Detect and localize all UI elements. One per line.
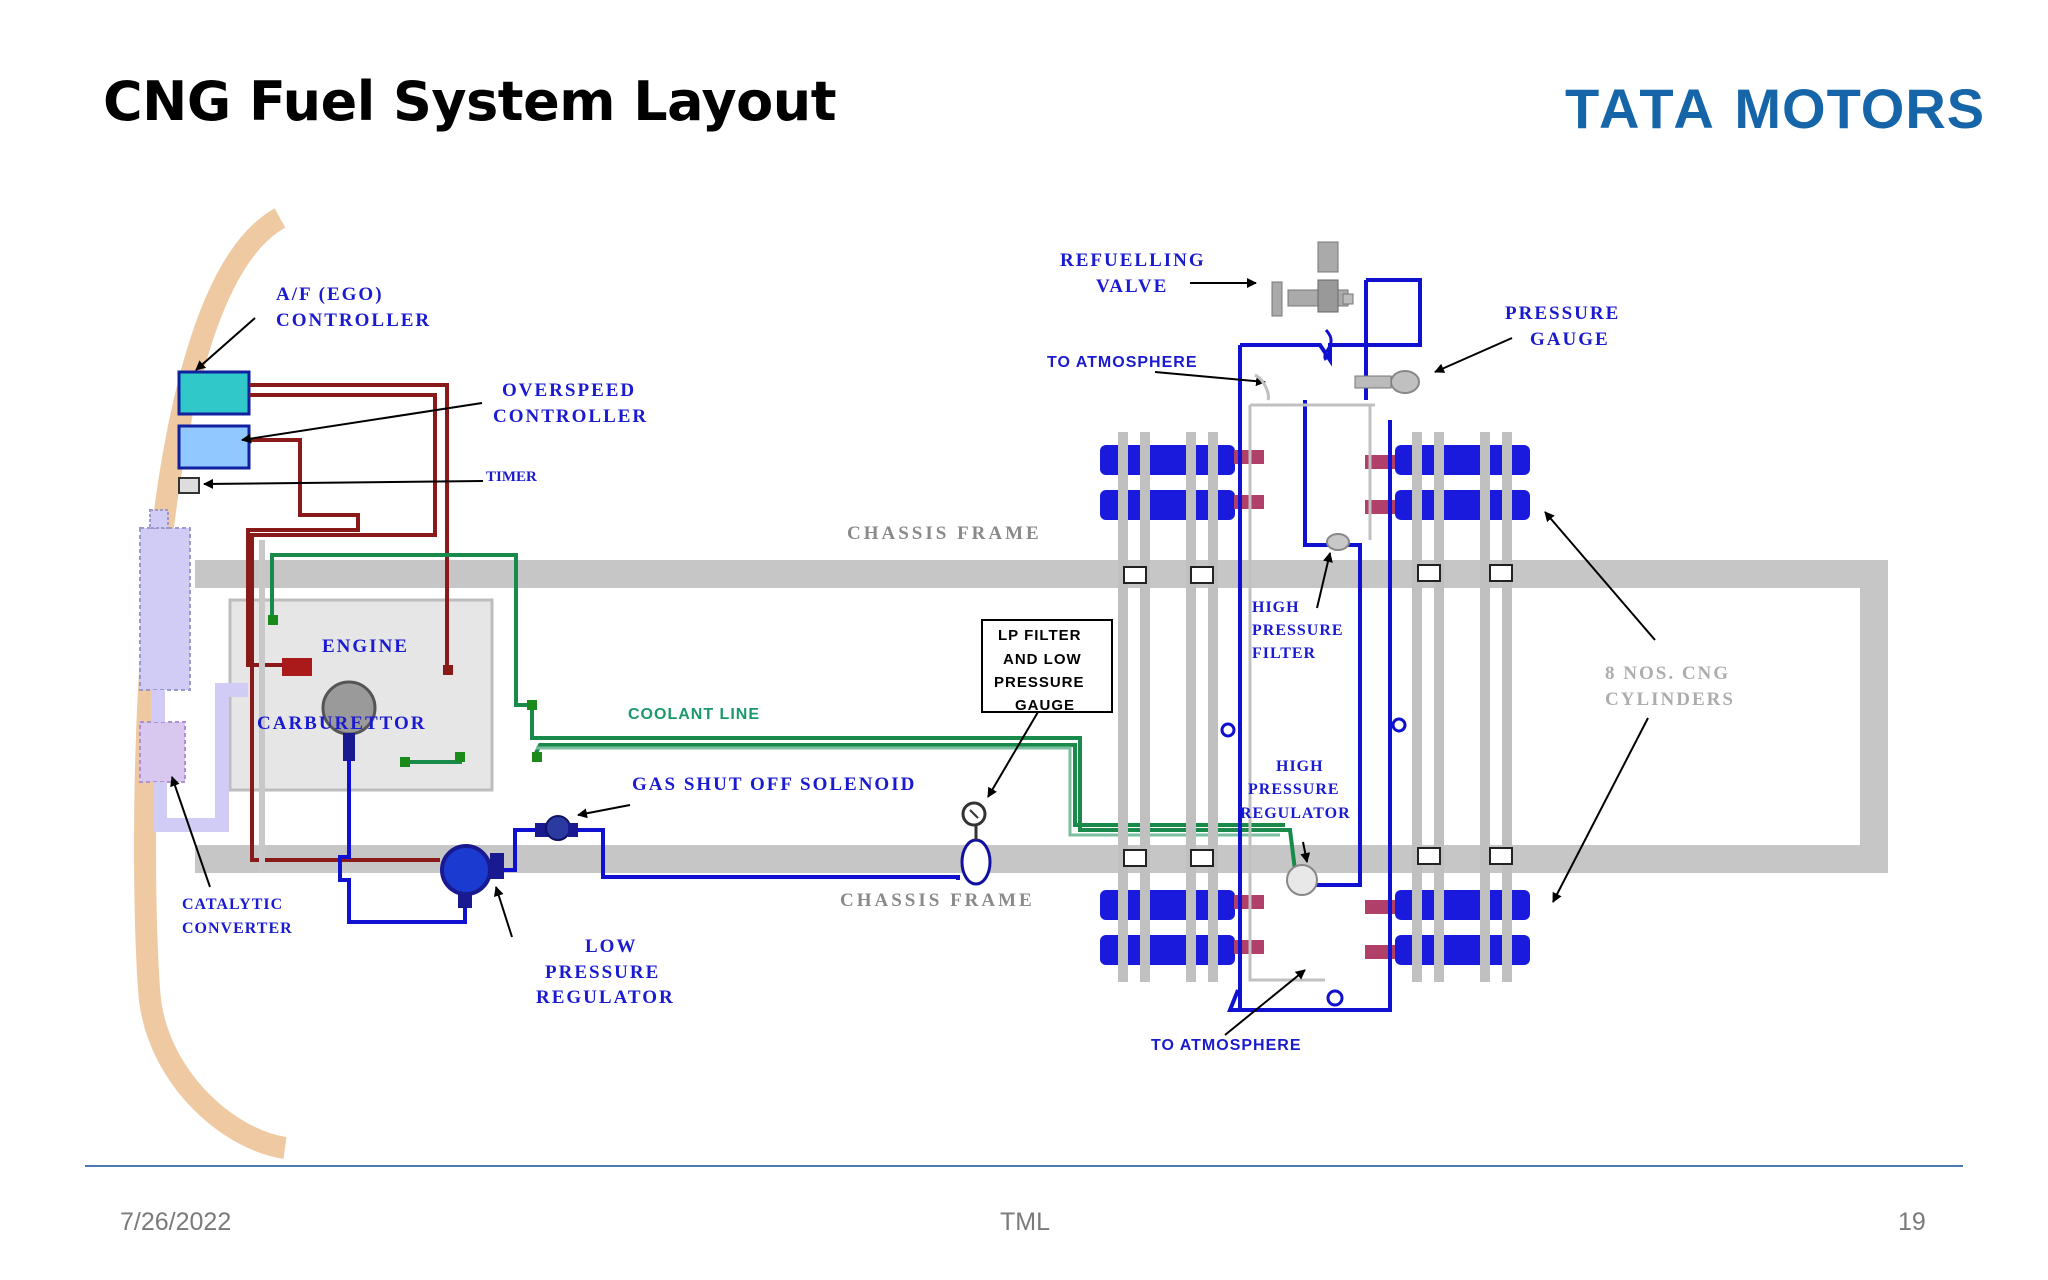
af-controller-label-2: CONTROLLER [276,310,431,331]
refuelling-valve-label-1: REFUELLING [1060,250,1206,271]
lp-filter [960,838,992,886]
chassis-frame-bottom-label: CHASSIS FRAME [840,890,1035,911]
hp-filter-label-2: PRESSURE [1252,622,1344,639]
af-controller-label-1: A/F (EGO) [276,284,384,305]
af-ego-controller [177,370,251,416]
catalytic-converter-body [139,721,186,783]
hp-regulator-label-1: HIGH [1276,758,1324,775]
hp-filter-label-3: FILTER [1252,645,1316,662]
footer-date: 7/26/2022 [120,1208,232,1236]
carburettor-label: CARBURETTOR [257,713,426,734]
engine-label: ENGINE [322,636,409,657]
refuelling-valve [1271,241,1354,317]
vehicle-body-outline [134,208,288,1159]
overspeed-label-1: OVERSPEED [502,380,636,401]
chassis-frame-top-label: CHASSIS FRAME [847,523,1042,544]
to-atmosphere-bottom-label: TO ATMOSPHERE [1151,1037,1302,1054]
coolant-line-label: COOLANT LINE [628,706,760,723]
cylinders-label-2: CYLINDERS [1605,689,1735,710]
gas-shutoff-label: GAS SHUT OFF SOLENOID [632,774,916,795]
lpr-label-1: LOW [585,936,637,957]
cylinders-label-1: 8 NOS. CNG [1605,663,1730,684]
high-pressure-filter [1326,533,1350,551]
overspeed-label-2: CONTROLLER [493,406,648,427]
lp-filter-label-4: GAUGE [1015,697,1075,714]
catalytic-label-2: CONVERTER [182,920,293,937]
pressure-gauge-label-2: GAUGE [1530,329,1610,350]
hp-regulator-label-2: PRESSURE [1248,781,1340,798]
timer-label: TIMER [486,469,537,485]
lp-filter-label-box [981,619,1113,713]
red-connector [282,658,312,676]
refuelling-valve-label-2: VALVE [1096,276,1168,297]
catalytic-label-1: CATALYTIC [182,896,283,913]
page-number: 19 [1898,1208,1926,1236]
gas-shutoff-solenoid [545,815,571,841]
hp-filter-label-1: HIGH [1252,599,1300,616]
footer-divider [85,1165,1963,1167]
timer-box [178,477,200,494]
pressure-gauge-label-1: PRESSURE [1505,303,1620,324]
lp-filter-label-2: AND LOW [1003,651,1082,668]
lpr-label-3: REGULATOR [536,987,675,1008]
lp-filter-label-1: LP FILTER [998,627,1081,644]
hp-regulator-label-3: REGULATOR [1240,805,1351,822]
cng-cylinders [1100,432,1530,982]
overspeed-controller [177,424,251,470]
to-atmosphere-top-label: TO ATMOSPHERE [1047,354,1198,371]
tata-motors-logo: TATA MOTORS [1565,77,1986,140]
footer-org: TML [1000,1208,1050,1236]
lpr-label-2: PRESSURE [545,962,660,983]
pressure-gauge [1390,370,1420,394]
slide-title: CNG Fuel System Layout [103,70,837,133]
low-pressure-regulator [440,844,492,896]
high-pressure-regulator [1286,864,1318,896]
lp-filter-label-3: PRESSURE [994,674,1085,691]
exhaust-pipe [139,527,191,691]
